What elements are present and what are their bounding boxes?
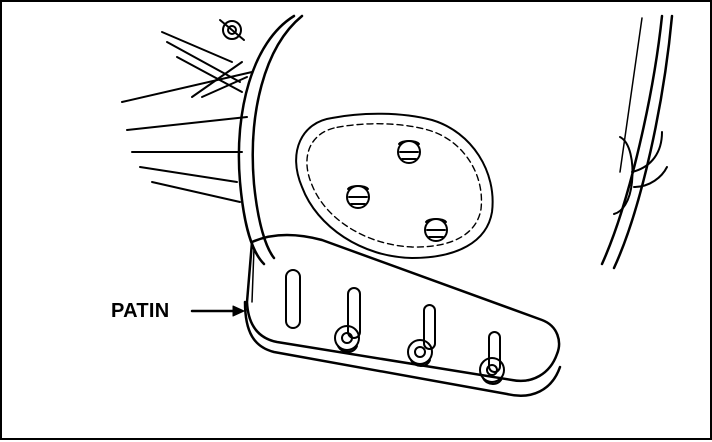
oval-plate	[295, 112, 494, 259]
skid-plate	[243, 233, 562, 397]
plate-bolt-icon	[397, 140, 421, 164]
plate-bolt-icon	[346, 185, 370, 209]
plate-bolt-icon	[424, 218, 448, 242]
skid-slot-icon	[407, 304, 436, 367]
main-plate	[237, 14, 674, 270]
side-bracket	[613, 131, 668, 215]
frame-arm	[121, 31, 253, 203]
skid-slot-icon	[334, 287, 361, 353]
skid-slot-icon	[479, 331, 505, 385]
callout-arrow	[190, 305, 245, 317]
top-bolt-icon	[219, 19, 245, 41]
callout-label: PATIN	[111, 300, 170, 322]
skid-slot-icon	[285, 269, 301, 329]
